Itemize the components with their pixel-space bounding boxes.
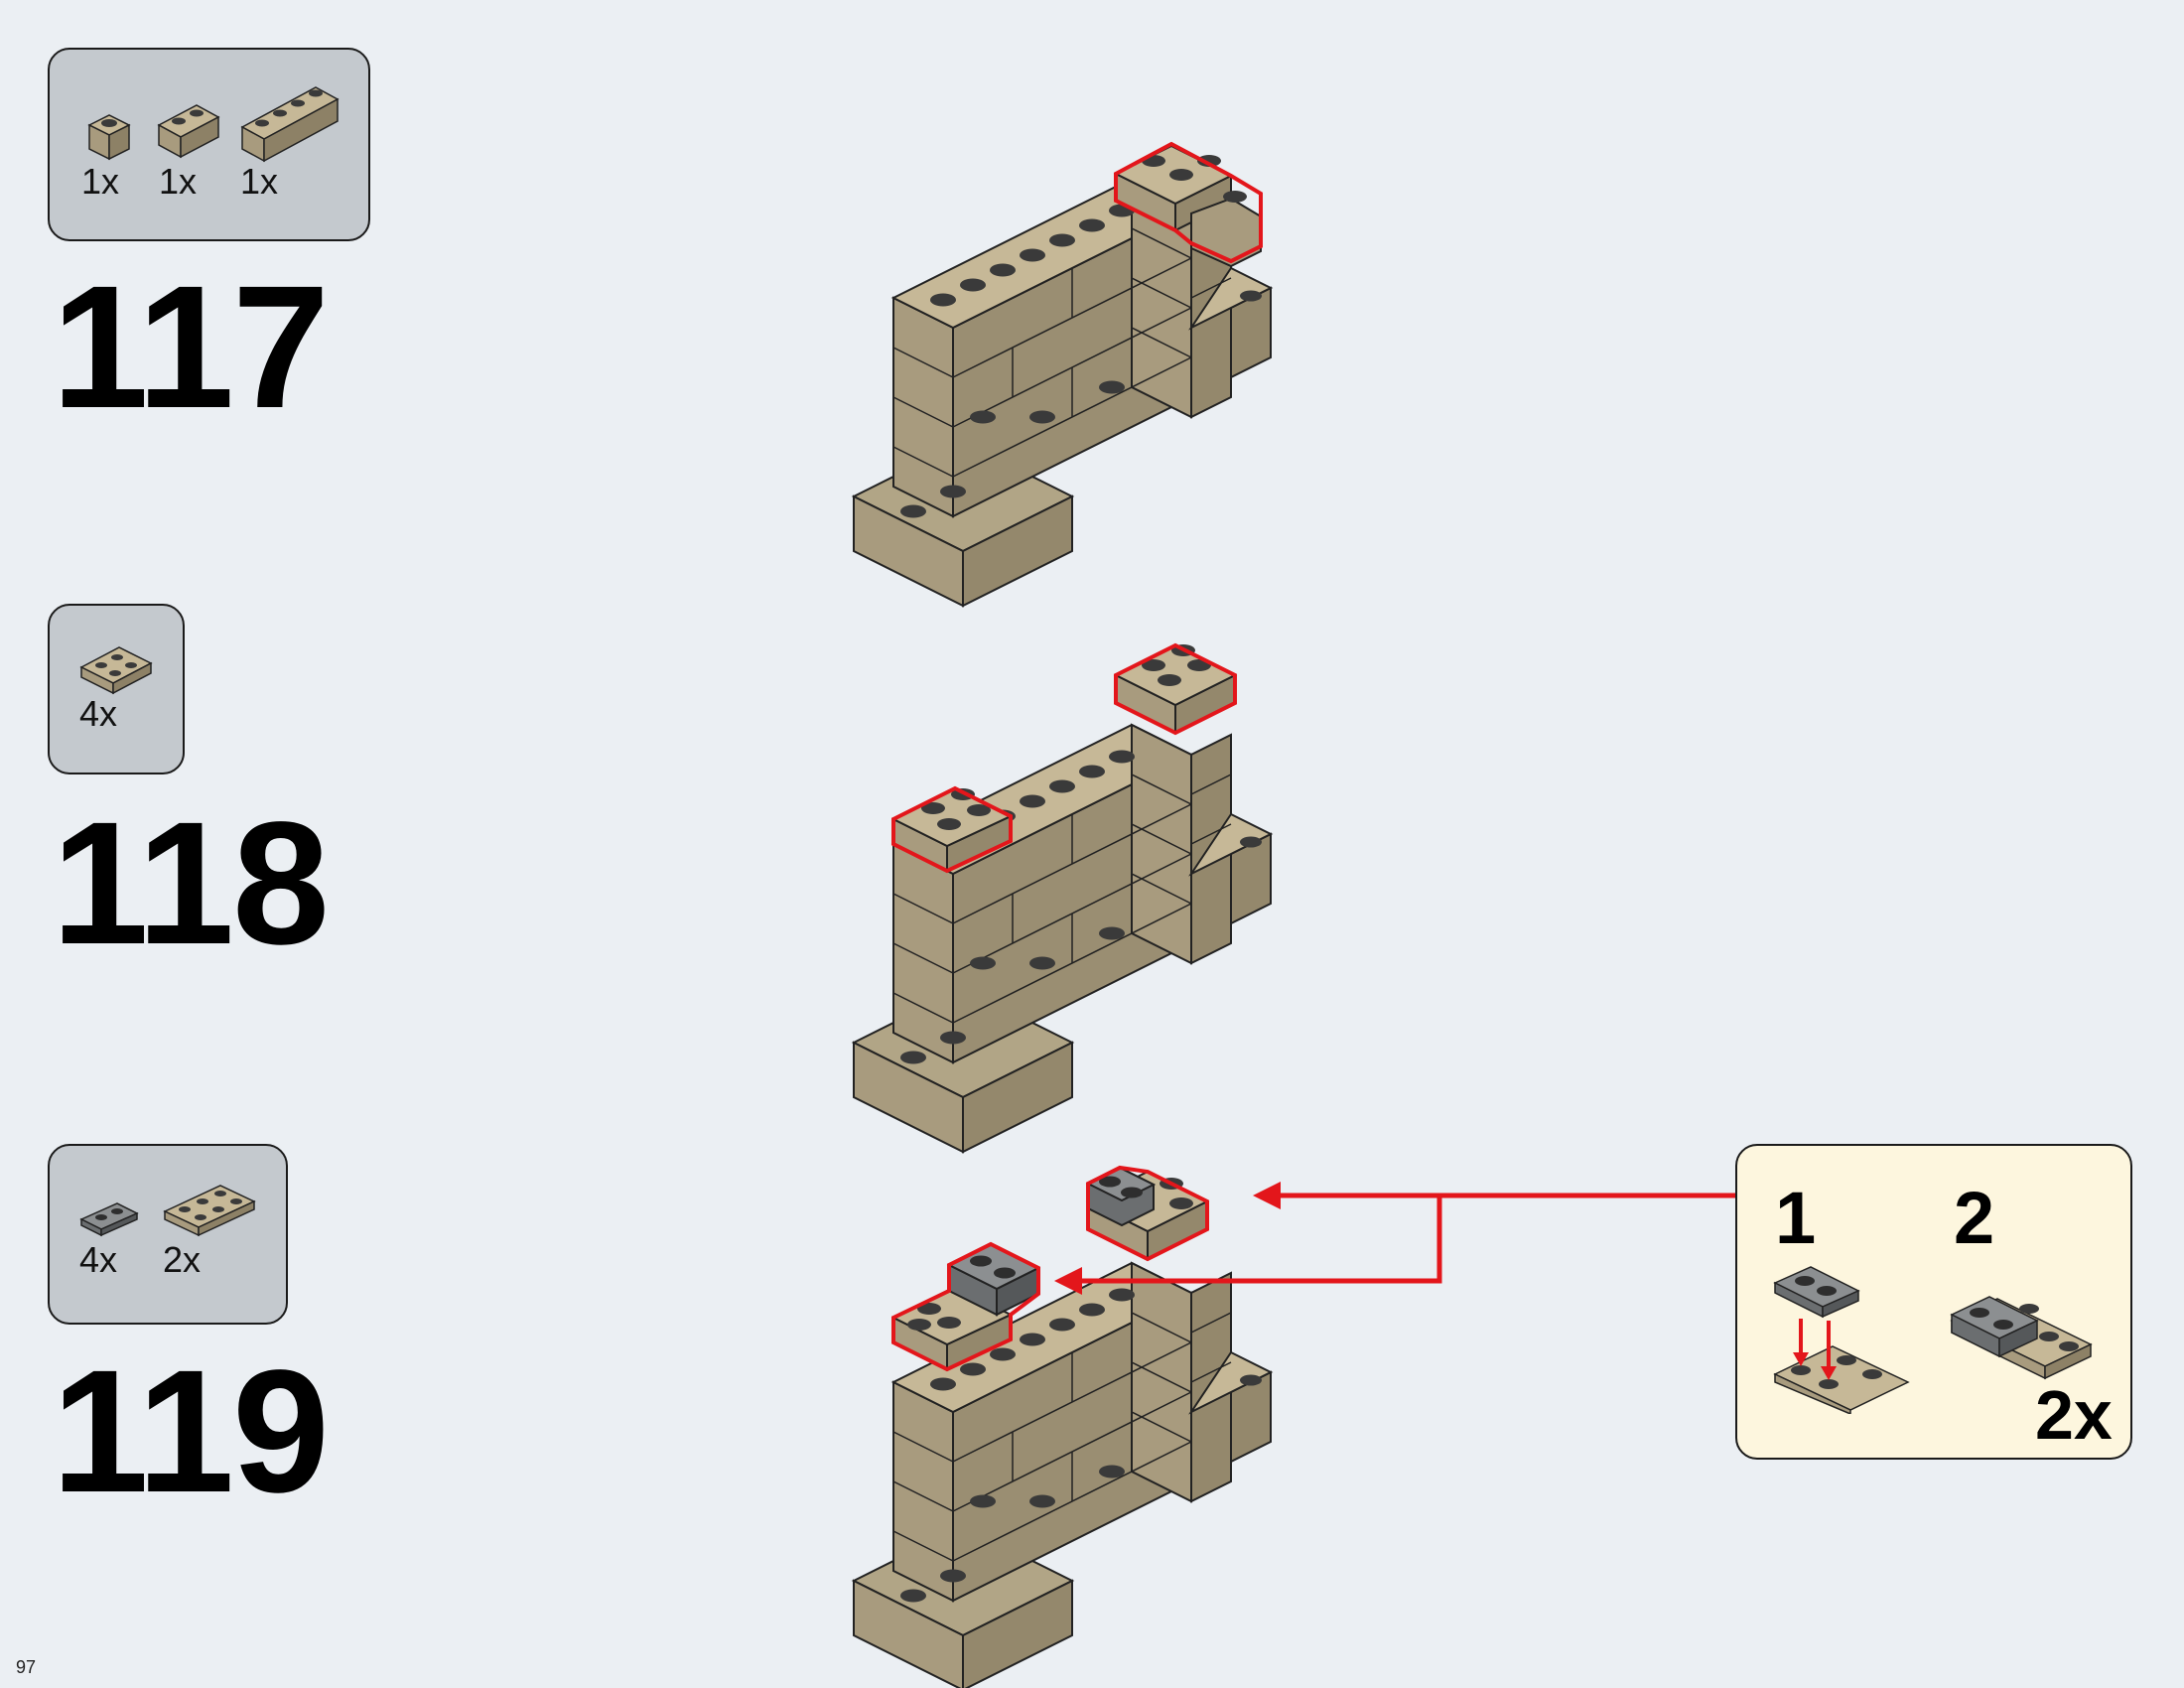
step-number-118: 118 [52,786,330,981]
model-step-117 [853,141,1272,607]
part-qty: 4x [79,1239,118,1280]
new-parts-highlight [890,1165,1210,1372]
sub-step-2-illustration [1950,1296,2093,1380]
part-qty: 4x [79,693,118,734]
sub-step-1-illustration [1773,1266,1910,1414]
parts-callout-117: 1x 1x 1x [48,48,370,241]
tan-brick-1x4-icon [240,86,340,163]
part-qty: 1x [159,161,198,202]
callout-arrows [1054,1182,1735,1295]
model-step-118 [853,642,1272,1153]
tan-brick-1x1-icon [87,114,131,161]
tan-plate-2x3-icon [163,1185,256,1237]
sub-step-number: 1 [1775,1177,1817,1259]
new-parts-highlight [890,642,1238,874]
parts-callout-118: 4x [48,604,185,774]
tan-brick-1x2-icon [157,104,220,159]
parts-callout-119: 4x 2x [48,1144,288,1325]
new-parts-highlight [1113,141,1263,268]
step-number-117: 117 [52,250,330,445]
tan-plate-2x2-corner-icon [79,646,153,695]
model-step-119 [853,1165,1272,1688]
part-qty: 1x [240,161,279,202]
dark-gray-plate-1x2-icon [79,1202,139,1237]
sub-assembly-multiplier: 2x [2035,1376,2113,1454]
part-qty: 2x [163,1239,202,1280]
step-number-119: 119 [52,1335,330,1529]
page-number: 97 [16,1657,37,1677]
part-qty: 1x [81,161,120,202]
sub-step-number: 2 [1954,1177,1995,1259]
sub-assembly-callout: 1 2 2x [1735,1144,2132,1460]
